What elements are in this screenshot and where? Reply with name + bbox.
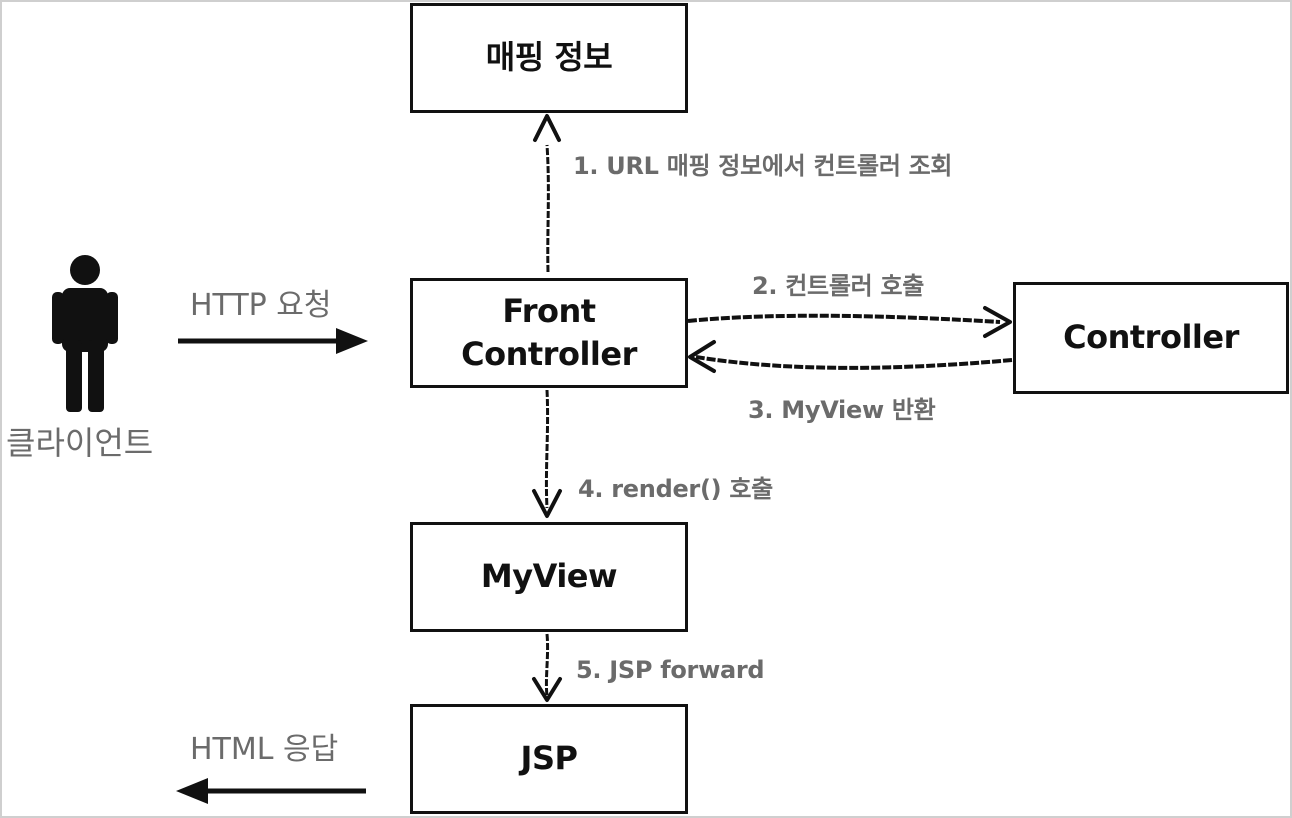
step3-label: 3. MyView 반환 [748, 396, 936, 424]
jsp-label: JSP [520, 739, 578, 778]
mapping-info-box: 매핑 정보 [410, 3, 688, 113]
front-controller-box: Front Controller [410, 278, 688, 388]
step1-label: 1. URL 매핑 정보에서 컨트롤러 조회 [573, 152, 953, 180]
http-request-label: HTTP 요청 [190, 288, 332, 323]
http-response-label: HTML 응답 [190, 732, 339, 767]
myview-label: MyView [480, 557, 618, 596]
step1-arrow [533, 114, 561, 273]
jsp-box: JSP [410, 704, 688, 814]
step5-label: 5. JSP forward [576, 656, 765, 684]
person-icon [52, 255, 118, 412]
step3-arrow [688, 340, 1013, 373]
step4-label: 4. render() 호출 [578, 475, 773, 503]
step5-arrow [532, 633, 562, 702]
http-request-arrow [178, 328, 368, 354]
step4-arrow [532, 389, 562, 518]
controller-box: Controller [1013, 282, 1289, 394]
front-controller-label-line1: Front [502, 291, 596, 330]
controller-label: Controller [1063, 318, 1239, 357]
mapping-info-label: 매핑 정보 [485, 38, 613, 77]
front-controller-label-line2: Controller [461, 335, 637, 373]
step2-arrow [687, 306, 1012, 338]
step2-label: 2. 컨트롤러 호출 [752, 272, 925, 300]
http-response-arrow [176, 778, 366, 804]
myview-box: MyView [410, 522, 688, 632]
client-label: 클라이언트 [6, 424, 154, 462]
